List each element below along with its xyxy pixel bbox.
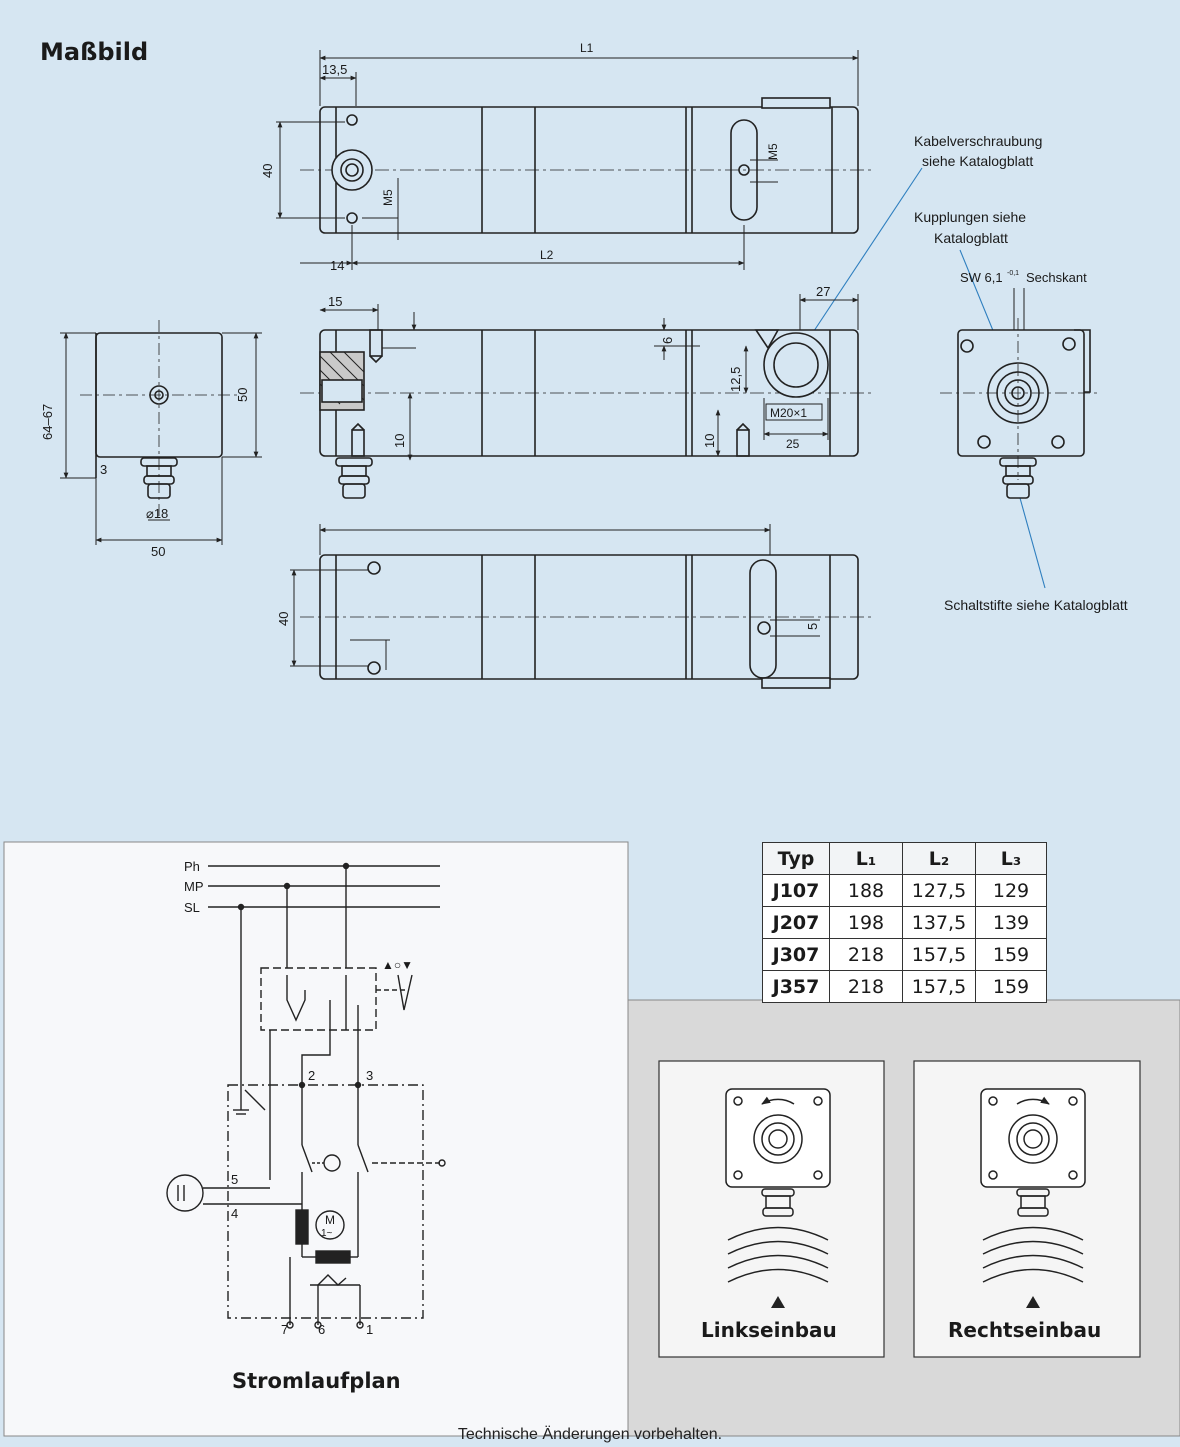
dim-50-vertical: 50 [235,388,250,402]
top-view [276,50,872,270]
table-cell: J307 [762,938,830,971]
dim-50-horizontal: 50 [151,544,165,559]
line-sl: SL [184,900,200,915]
table-cell: J107 [762,874,830,907]
table-row: J207 198 137,5 139 [762,906,1047,939]
terminal-1: 1 [366,1322,373,1337]
col-L1: L₁ [829,842,903,875]
type-dimension-table: Typ L₁ L₂ L₃ J107 188 127,5 129 J207 198… [762,842,1047,1003]
line-ph: Ph [184,859,200,874]
table-cell: 218 [829,938,903,971]
dim-25: 25 [786,437,800,451]
section-view [300,294,872,499]
dim-27: 27 [816,284,830,299]
circuit-diagram [166,862,446,1329]
dim-L2: L2 [540,248,554,262]
callout-kabel-1: Kabelverschraubung [914,133,1042,149]
table-cell: 137,5 [902,906,976,939]
table-cell: J207 [762,906,830,939]
table-cell: 157,5 [902,970,976,1003]
dim-10-b: 10 [702,434,717,448]
table-cell: 188 [829,874,903,907]
table-cell: 159 [975,938,1047,971]
dim-10-a: 10 [392,434,407,448]
callout-kupplung-2: Katalogblatt [934,230,1008,246]
dim-M5-right: M5 [766,143,780,160]
mounting-right [913,1060,1141,1358]
dim-3: 3 [100,462,107,477]
motor-ac: 1~ [321,1228,333,1239]
mounting-right-label: Rechtseinbau [948,1318,1101,1342]
table-header-row: Typ L₁ L₂ L₃ [762,842,1047,875]
dim-sw: SW 6,1 [960,270,1003,285]
col-L3: L₃ [975,842,1047,875]
terminal-6: 6 [318,1322,325,1337]
dim-40-bottom: 40 [276,612,291,626]
terminal-3: 3 [366,1068,373,1083]
table-row: J107 188 127,5 129 [762,874,1047,907]
dim-13-5: 13,5 [322,62,347,77]
table-row: J357 218 157,5 159 [762,970,1047,1003]
line-mp: MP [184,879,204,894]
dim-5: 5 [805,623,820,630]
mounting-left-label: Linkseinbau [701,1318,837,1342]
table-cell: 127,5 [902,874,976,907]
dim-15: 15 [328,294,342,309]
dim-sw-suffix: Sechskant [1026,270,1087,285]
dim-12-5: 12,5 [728,367,743,392]
dim-18: ⌀18 [146,506,168,521]
dim-M5-left: M5 [381,189,395,206]
terminal-4: 4 [231,1206,238,1221]
right-end-view [940,288,1100,499]
circuit-title: Stromlaufplan [232,1369,401,1393]
table-cell: 198 [829,906,903,939]
mounting-left [658,1060,885,1358]
table-row: J307 218 157,5 159 [762,938,1047,971]
footer-note: Technische Änderungen vorbehalten. [457,1426,723,1443]
bottom-view [290,524,872,689]
table-cell: 139 [975,906,1047,939]
table-cell: 157,5 [902,938,976,971]
terminal-2: 2 [308,1068,315,1083]
dim-L1: L1 [580,41,594,55]
dim-40-top: 40 [260,164,275,178]
dim-6: 6 [660,337,675,344]
terminal-7: 7 [281,1322,288,1337]
switch-symbols: ▲○▼ [382,958,413,972]
table-cell: 159 [975,970,1047,1003]
left-end-view [60,320,262,545]
dim-14: 14 [330,258,344,273]
table-cell: 129 [975,874,1047,907]
callout-kabel-2: siehe Katalogblatt [922,153,1033,169]
dim-M20x1: M20×1 [770,406,807,420]
page-heading: Maßbild [40,38,148,66]
circuit-panel [3,841,629,1437]
dim-64-67: 64–67 [40,404,55,440]
col-typ: Typ [762,842,830,875]
motor-m: M [325,1213,335,1227]
callout-schaltstifte: Schaltstifte siehe Katalogblatt [944,597,1128,613]
col-L2: L₂ [902,842,976,875]
dim-sw-tolerance: -0,1 [1007,270,1019,277]
table-cell: J357 [762,970,830,1003]
table-cell: 218 [829,970,903,1003]
terminal-5: 5 [231,1172,238,1187]
callout-kupplung-1: Kupplungen siehe [914,209,1026,225]
